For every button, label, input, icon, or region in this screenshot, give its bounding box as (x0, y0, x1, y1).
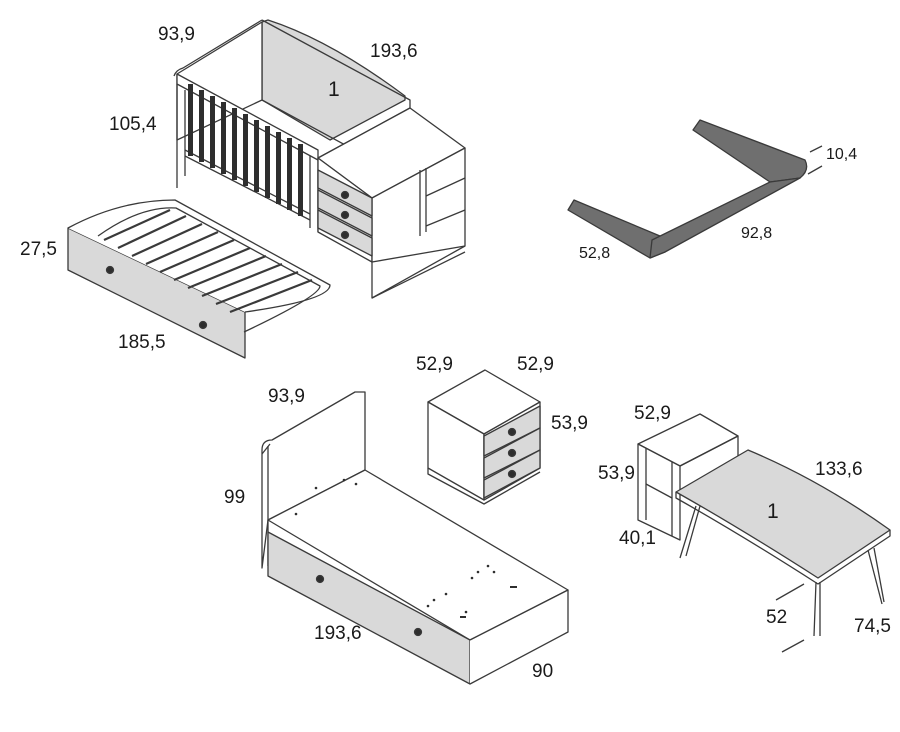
bed-holes (294, 478, 517, 618)
changer-drawers (317, 169, 373, 257)
trundle-height-label: 27,5 (20, 239, 57, 260)
nightstand-drawing (427, 369, 541, 505)
crib-slats (188, 84, 303, 216)
crib-drawing (173, 19, 466, 299)
shelf-unit-depth-label: 40,1 (619, 528, 656, 549)
guard-rail-height-label: 10,4 (826, 146, 858, 163)
desk-height-label: 74,5 (854, 616, 891, 637)
shelf-unit-height-label: 53,9 (598, 463, 635, 484)
trundle-length-label: 185,5 (118, 332, 166, 353)
crib-length-label: 193,6 (370, 41, 418, 62)
guard-rail-side-label: 52,8 (579, 245, 611, 262)
nightstand-depth-label: 52,9 (517, 354, 554, 375)
bed-drawing (261, 391, 569, 685)
nightstand-height-label: 53,9 (551, 413, 588, 434)
guard-rail-drawing (567, 119, 823, 259)
desk-length-label: 133,6 (815, 459, 863, 480)
desk-top-number: 1 (767, 500, 779, 523)
shelf-unit-width-label: 52,9 (634, 403, 671, 424)
desk-drawing (675, 449, 891, 653)
crib-width-label: 93,9 (158, 24, 195, 45)
crib-panel-number: 1 (328, 78, 340, 101)
shelf-unit-drawing (637, 413, 739, 541)
desk-depth-label: 52 (766, 607, 788, 628)
nightstand-width-label: 52,9 (416, 354, 453, 375)
trundle-drawing (67, 199, 331, 359)
guard-rail-length-label: 92,8 (741, 225, 773, 242)
trundle-slats (103, 208, 313, 314)
crib-height-label: 105,4 (109, 114, 157, 135)
bed-width-label: 90 (532, 661, 554, 682)
bed-length-label: 193,6 (314, 623, 362, 644)
bed-height-label: 99 (224, 487, 246, 508)
crib-back-panel (261, 19, 406, 141)
bed-headboard-width-label: 93,9 (268, 386, 305, 407)
